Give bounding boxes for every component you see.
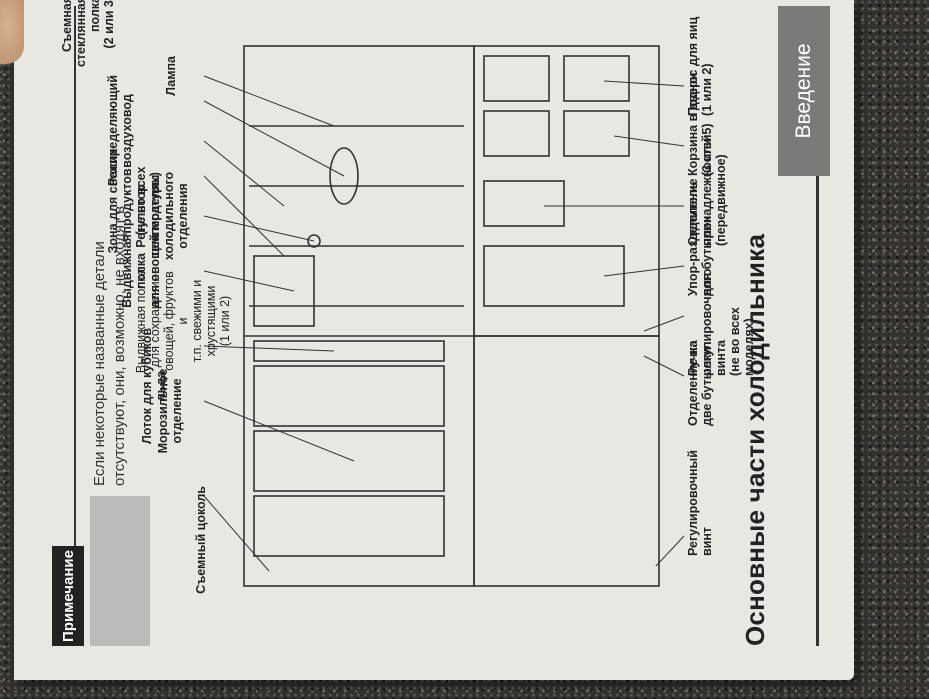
label-base: Съемный цоколь — [194, 486, 208, 594]
finger — [0, 0, 24, 64]
leader-adjust-handle — [643, 315, 685, 332]
fridge-door — [473, 45, 660, 337]
leader-air-duct — [203, 140, 285, 207]
fridge-diagram — [203, 45, 685, 587]
bottle-compartment-shape — [483, 245, 625, 307]
label-lamp: Лампа — [164, 56, 178, 96]
fridge-body-outline — [243, 45, 475, 587]
leader-ice-tray — [203, 345, 335, 352]
leader-freezer — [203, 400, 355, 462]
freezer-drawer-1 — [253, 495, 445, 557]
label-freezer: Морозильное отделение — [156, 368, 184, 454]
label-adjust-screw: Регулировочный винт — [686, 450, 714, 556]
manual-page — [14, 0, 854, 680]
vegetable-drawer-shape — [253, 255, 315, 327]
leader-fresh-zone — [203, 175, 285, 257]
lamp-shape — [329, 147, 359, 205]
leader-vegetable-drawer — [203, 270, 295, 292]
leader-bottle-divider — [603, 265, 685, 277]
leader-door-basket — [613, 135, 685, 147]
door-basket-2 — [483, 55, 550, 102]
freezer-door — [473, 335, 660, 587]
leader-egg-tray — [603, 80, 685, 87]
ice-tray-shape — [253, 340, 445, 362]
freezer-drawer-3 — [253, 365, 445, 427]
leader-adjust-screw — [655, 535, 685, 567]
rotated-content: Введение Основные части холодильника При… — [44, 0, 844, 646]
leader-temp-regulator — [203, 215, 315, 242]
door-basket-4 — [563, 55, 630, 102]
label-bottle-compartment: Отделение на две бутылки — [686, 340, 714, 426]
leader-lamp — [203, 100, 345, 177]
leader-glass-shelf — [203, 75, 335, 127]
accessory-compartment-shape — [483, 180, 565, 227]
freezer-drawer-2 — [253, 430, 445, 492]
door-basket-3 — [563, 110, 630, 157]
leader-base — [203, 495, 270, 572]
leader-bottle-compartment — [643, 355, 685, 377]
door-basket-1 — [483, 110, 550, 157]
temp-knob — [307, 234, 321, 248]
